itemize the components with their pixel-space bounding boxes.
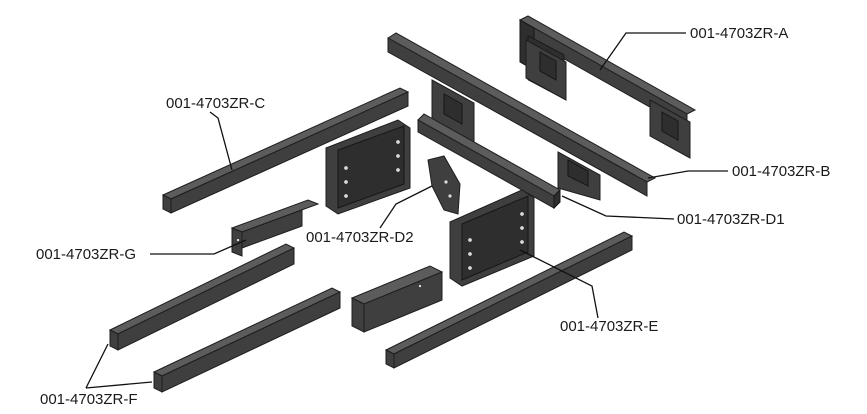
part-b [387,32,657,201]
part-c [161,87,410,214]
part-d1 [417,113,561,210]
label-part-d1: 001-4703ZR-D1 [677,211,785,228]
leader-a [599,32,686,71]
label-part-b: 001-4703ZR-B [732,163,830,180]
leader-d2 [379,185,433,229]
leader-f-2 [85,381,153,389]
leader-e [519,249,599,319]
part-e-plate [449,189,535,287]
leader-g [150,239,247,255]
label-part-a: 001-4703ZR-A [690,25,788,42]
right-long-tube [384,231,634,369]
leader-c [209,111,233,171]
leader-f-1 [85,343,109,389]
part-d2-bracket [427,155,461,215]
angle-bracket [350,265,444,333]
leader-d1 [561,195,675,220]
part-f-lower [152,287,342,393]
part-g [230,199,320,257]
label-part-e: 001-4703ZR-E [560,318,658,335]
leader-b [647,170,728,179]
label-part-c: 001-4703ZR-C [166,95,265,112]
part-a [518,15,697,159]
part-f-upper [108,243,296,351]
label-part-d2: 001-4703ZR-D2 [306,229,414,246]
part-d2-plate [325,119,411,215]
label-part-f: 001-4703ZR-F [40,391,138,408]
label-part-g: 001-4703ZR-G [36,246,136,263]
